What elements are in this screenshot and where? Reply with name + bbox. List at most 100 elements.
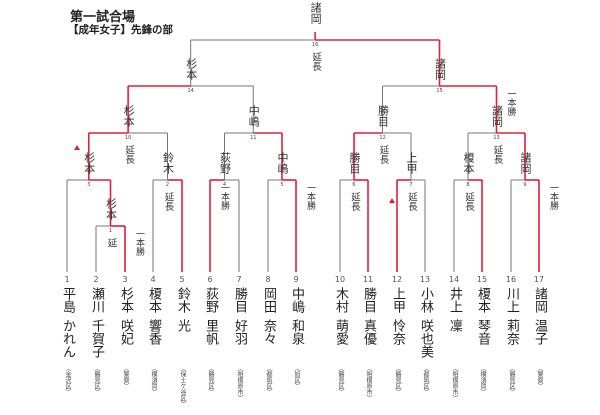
player-number: 10 bbox=[334, 275, 346, 284]
paren-open: ︵ bbox=[207, 365, 214, 371]
player-number: 17 bbox=[533, 275, 545, 284]
affiliation-text: 鶴見区 bbox=[93, 371, 100, 389]
winner-label: 諸岡 bbox=[309, 2, 323, 24]
match-note: 延長 bbox=[377, 145, 389, 164]
winner-label: 榎本 bbox=[462, 152, 475, 174]
winner-label: 勝目 bbox=[348, 152, 361, 174]
winner-label: 荻野 bbox=[218, 152, 232, 174]
player-given-name: 萌愛 bbox=[333, 319, 348, 345]
paren-close: ︶ bbox=[179, 401, 186, 407]
paren-close: ︶ bbox=[122, 383, 129, 389]
player-surname: 榎本 bbox=[146, 287, 161, 313]
match-number: 4 bbox=[222, 182, 227, 188]
paren-open: ︵ bbox=[451, 365, 458, 371]
paren-open: ︵ bbox=[150, 365, 157, 371]
winner-label: 杉本 bbox=[122, 105, 136, 127]
player-name: 上甲怜奈 bbox=[390, 287, 405, 345]
player-number: 5 bbox=[179, 275, 185, 284]
player-affiliation: ︵保土ケ谷区︶ bbox=[178, 365, 186, 407]
paren-open: ︵ bbox=[337, 365, 344, 371]
player-given-name: 咲也美 bbox=[418, 319, 433, 358]
winner-label: 中嶋 bbox=[276, 152, 289, 174]
player-surname: 諸岡 bbox=[532, 287, 547, 313]
player-name: 瀬川千賀子 bbox=[89, 287, 104, 358]
match-note: 延長 bbox=[463, 192, 474, 211]
player-name: 諸岡温子 bbox=[532, 287, 547, 345]
player-number: 14 bbox=[448, 275, 460, 284]
winner-label: 中嶋 bbox=[247, 105, 261, 127]
paren-open: ︵ bbox=[422, 365, 429, 371]
decision-note: 一本勝 bbox=[219, 183, 229, 210]
player-surname: 鈴木 bbox=[175, 287, 190, 313]
affiliation-text: 鶴見区 bbox=[394, 371, 401, 389]
paren-open: ︵ bbox=[179, 365, 186, 371]
player-surname: 上甲 bbox=[390, 287, 405, 313]
winner-label: 諸岡 bbox=[519, 152, 532, 174]
player-given-name: 光 bbox=[175, 319, 190, 332]
player-name: 鈴木光 bbox=[175, 287, 190, 332]
player-affiliation: ︵都筑区︶ bbox=[264, 365, 272, 395]
player-number: 13 bbox=[419, 275, 431, 284]
player-surname: 榎本 bbox=[475, 287, 490, 313]
paren-open: ︵ bbox=[536, 365, 543, 371]
decision-note: 一本勝 bbox=[548, 183, 558, 210]
player-name: 勝目真優 bbox=[361, 287, 376, 345]
match-number: 5 bbox=[280, 182, 284, 188]
paren-open: ︵ bbox=[93, 365, 100, 371]
affiliation-text: 旭区 bbox=[293, 371, 300, 383]
match-note: 延長 bbox=[349, 192, 360, 211]
paren-open: ︵ bbox=[122, 365, 129, 371]
match-number: 11 bbox=[250, 135, 257, 141]
match-number: 10 bbox=[124, 135, 132, 141]
paren-close: ︶ bbox=[93, 389, 100, 395]
affiliation-text: 相模原市 bbox=[451, 371, 458, 395]
affiliation-text: 都筑区 bbox=[265, 371, 272, 389]
player-affiliation: ︵鶴見区︶ bbox=[393, 365, 401, 395]
paren-open: ︵ bbox=[479, 365, 486, 371]
match-number: 2 bbox=[165, 182, 170, 188]
player-given-name: 響香 bbox=[146, 319, 161, 345]
decision-note: 一本勝 bbox=[505, 89, 516, 116]
player-surname: 井上 bbox=[447, 287, 462, 313]
paren-open: ︵ bbox=[64, 365, 71, 371]
player-number: 16 bbox=[505, 275, 517, 284]
player-given-name: 莉奈 bbox=[504, 319, 519, 345]
paren-close: ︶ bbox=[293, 383, 300, 389]
affiliation-text: 金沢区 bbox=[64, 371, 71, 389]
player-name: 荻野里帆 bbox=[203, 287, 218, 345]
match-number: 16 bbox=[311, 42, 319, 48]
player-number: 3 bbox=[122, 275, 128, 284]
player-affiliation: ︵警察︶ bbox=[535, 365, 543, 389]
player-affiliation: ︵横須賀︶ bbox=[478, 365, 486, 395]
match-note: 延長 bbox=[491, 145, 503, 164]
player-surname: 杉本 bbox=[118, 287, 133, 313]
player-number: 12 bbox=[391, 275, 403, 284]
paren-close: ︶ bbox=[150, 389, 157, 395]
player-given-name: 好羽 bbox=[232, 319, 247, 345]
affiliation-text: 横須賀 bbox=[479, 371, 486, 389]
player-number: 9 bbox=[293, 275, 299, 284]
affiliation-text: 保土ケ谷区 bbox=[179, 371, 186, 401]
paren-close: ︶ bbox=[479, 389, 486, 395]
affiliation-text: 横須賀 bbox=[150, 371, 157, 389]
red-triangle-marker bbox=[389, 198, 395, 203]
player-surname: 岡田 bbox=[261, 287, 276, 313]
match-note: 延 bbox=[105, 238, 117, 248]
match-number: 3 bbox=[87, 182, 91, 188]
paren-open: ︵ bbox=[394, 365, 401, 371]
winner-label: 諸岡 bbox=[490, 105, 504, 127]
player-affiliation: ︵相模原市︶ bbox=[235, 365, 243, 401]
match-number: 15 bbox=[436, 88, 443, 94]
player-surname: 川上 bbox=[504, 287, 519, 313]
paren-close: ︶ bbox=[236, 395, 243, 401]
match-note: 延長 bbox=[310, 52, 322, 71]
winner-label: 諸岡 bbox=[433, 58, 447, 80]
player-number: 7 bbox=[236, 275, 242, 284]
player-surname: 荻野 bbox=[203, 287, 218, 313]
decision-note: 一本勝 bbox=[305, 183, 315, 210]
match-number: 9 bbox=[523, 182, 527, 188]
affiliation-text: 鶴見区 bbox=[508, 371, 515, 389]
player-affiliation: ︵旭区︶ bbox=[292, 365, 300, 389]
player-name: 中嶋和泉 bbox=[289, 287, 304, 345]
player-name: 川上莉奈 bbox=[504, 287, 519, 345]
